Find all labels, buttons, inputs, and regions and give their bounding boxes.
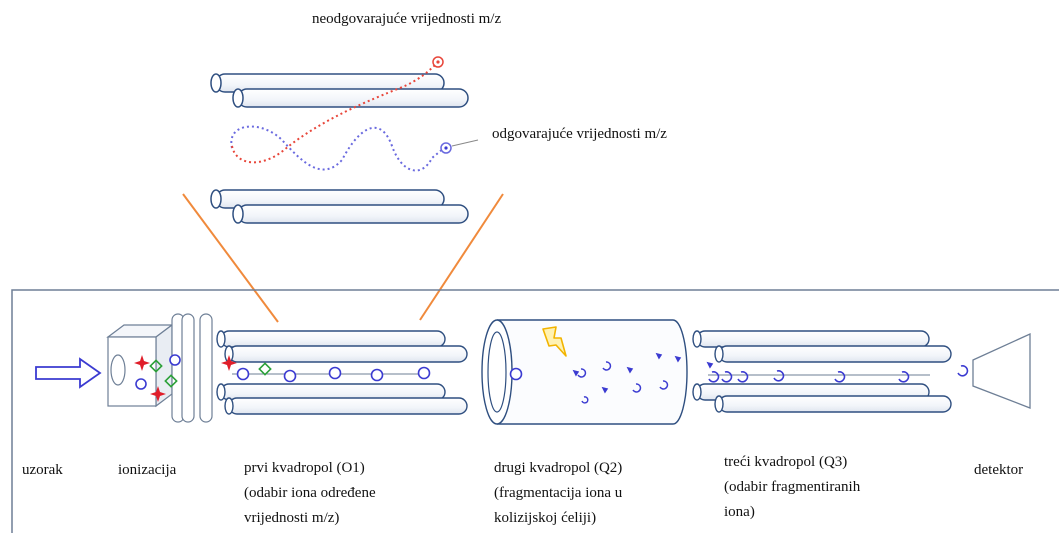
quadrupole-q3 <box>692 330 969 413</box>
zoom-line-left <box>182 193 279 323</box>
blue-ion <box>236 367 250 381</box>
q2-label-line2: (fragmentacija iona u <box>494 485 623 501</box>
collision-cell-q2 <box>481 319 688 425</box>
top-rod-front-upper <box>232 88 469 108</box>
sample-label: uzorak <box>22 462 63 478</box>
q1-label-line1: prvi kvadropol (O1) <box>244 460 365 476</box>
lightning-icon <box>542 326 567 357</box>
fragment-ions <box>572 352 682 404</box>
matching-ion <box>440 142 452 154</box>
green-ion <box>258 362 272 376</box>
q2-label-line1: drugi kvadropol (Q2) <box>494 460 623 476</box>
red-ion <box>134 355 150 371</box>
top-rod-back-upper <box>210 73 445 93</box>
detector <box>972 332 1031 409</box>
q2-label-line3: kolizijskoj ćeliji) <box>494 510 597 526</box>
blue-ion <box>135 378 147 390</box>
q1-label-line2: (odabir iona određene <box>244 485 376 501</box>
blue-ion <box>169 354 181 366</box>
matching-ion-path <box>230 125 445 172</box>
red-ion <box>150 386 166 402</box>
detector-label: detektor <box>974 462 1024 478</box>
blue-ion <box>370 368 384 382</box>
fragment-ions <box>706 361 969 383</box>
blue-ion <box>509 367 523 381</box>
non-matching-mz-label: neodgovarajuće vrijednosti m/z <box>312 11 502 27</box>
zoom-line-right <box>419 193 504 321</box>
non-matching-ion-path <box>231 62 438 164</box>
matching-mz-label: odgovarajuće vrijednosti m/z <box>492 126 667 142</box>
ionization-label: ionizacija <box>118 462 177 478</box>
instrument-enclosure <box>11 289 1059 533</box>
blue-ion <box>283 369 297 383</box>
green-ion <box>164 374 178 388</box>
q3-label-line1: treći kvadropol (Q3) <box>724 454 848 470</box>
blue-ion <box>417 366 431 380</box>
green-ion <box>149 359 163 373</box>
ionization-source <box>106 313 213 423</box>
matching-ion-pointer <box>451 139 479 147</box>
q3-label-line2: (odabir fragmentiranih <box>724 479 861 495</box>
zoomed-quadrupole <box>210 56 479 224</box>
q3-label-line3: iona) <box>724 504 755 520</box>
red-ion <box>221 355 237 371</box>
sample-arrow <box>35 357 102 389</box>
top-rod-front-lower <box>232 204 469 224</box>
q1-label-line3: vrijednosti m/z) <box>244 510 340 526</box>
non-matching-ion <box>432 56 444 68</box>
blue-ion <box>328 366 342 380</box>
quadrupole-q1 <box>216 330 468 415</box>
